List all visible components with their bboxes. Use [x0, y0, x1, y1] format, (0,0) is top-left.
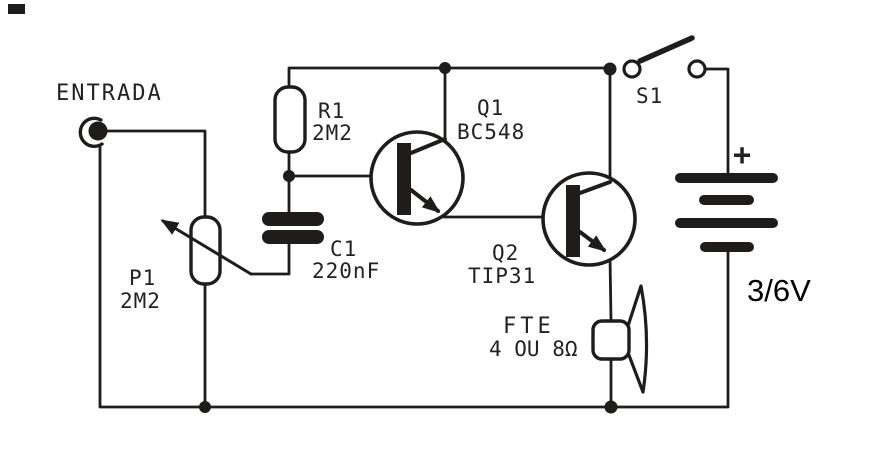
- switch-s1: [622, 35, 707, 79]
- speaker-fte: [591, 284, 649, 394]
- label-speaker-ref: FTE: [503, 314, 555, 339]
- label-c1-value: 220nF: [312, 259, 380, 283]
- label-battery-plus: +: [733, 138, 751, 173]
- r1-body: [273, 85, 307, 154]
- potentiometer-p1: [160, 215, 253, 286]
- s1-lever: [637, 35, 695, 64]
- p1-wiper-arrow: [160, 219, 253, 276]
- junction-dot-speaker-ground: [604, 400, 618, 414]
- label-q1-value: BC548: [457, 120, 525, 144]
- q2-circle: [541, 171, 637, 267]
- p1-body: [189, 215, 222, 286]
- label-r1-value: 2M2: [312, 121, 353, 145]
- c1-plate-bottom: [262, 230, 324, 244]
- resistor-r1: [273, 85, 307, 154]
- wire-top-rail: [287, 66, 612, 90]
- transistor-q1: [369, 130, 465, 226]
- input-jack: [78, 116, 108, 148]
- battery-symbol: [675, 173, 778, 252]
- label-q2-value: TIP31: [468, 264, 536, 288]
- q1-collector-lead: [409, 137, 447, 155]
- speaker-driver-body: [591, 319, 631, 361]
- label-battery-voltage: 3/6V: [747, 273, 811, 308]
- battery-plate-long-1: [675, 173, 778, 183]
- wire-ground-rail: [98, 145, 730, 409]
- label-r1-ref: R1: [318, 99, 345, 123]
- label-q2-ref: Q2: [492, 241, 519, 265]
- battery-plate-long-2: [675, 218, 778, 228]
- jack-shield-arc: [78, 116, 104, 148]
- q2-base-bar: [566, 185, 580, 257]
- q2-collector-lead: [578, 180, 612, 195]
- speaker-cone: [625, 284, 649, 394]
- label-p1-ref: P1: [129, 266, 156, 290]
- label-entrada: ENTRADA: [56, 81, 163, 106]
- q1-circle: [369, 130, 465, 226]
- labels: ENTRADA R1 2M2 Q1 BC548 C1 220nF P1 2M2 …: [56, 81, 811, 361]
- jack-tip-dot: [88, 121, 108, 141]
- junction-dots: [199, 62, 618, 414]
- transistor-q2: [541, 171, 637, 267]
- wire-c1-bottom: [249, 242, 291, 276]
- label-speaker-value: 4 OU 8Ω: [489, 337, 578, 361]
- scan-artifact-mark: [8, 4, 25, 14]
- label-s1-ref: S1: [636, 84, 663, 108]
- capacitor-c1: [262, 212, 324, 244]
- wire-input-to-p1: [102, 129, 207, 219]
- wire-s1-to-battery: [703, 67, 730, 176]
- s1-contact-right: [687, 59, 707, 79]
- s1-contact-left: [622, 59, 642, 79]
- wire-q2-emitter-to-speaker: [608, 254, 613, 323]
- label-p1-value: 2M2: [120, 289, 161, 313]
- q2-emitter-arrow: [578, 230, 607, 252]
- c1-plate-top: [262, 212, 324, 226]
- battery-plate-short-2: [700, 242, 754, 252]
- junction-dot-q1-collector: [439, 62, 451, 74]
- battery-plate-short-1: [699, 195, 754, 205]
- junction-dot-node-a: [283, 170, 295, 182]
- label-c1-ref: C1: [330, 237, 357, 261]
- junction-dot-p1-ground: [199, 401, 211, 413]
- junction-dot-q2-collector: [603, 62, 617, 76]
- label-q1-ref: Q1: [477, 96, 504, 120]
- q1-base-bar: [397, 143, 411, 215]
- q1-emitter-arrow: [409, 188, 441, 213]
